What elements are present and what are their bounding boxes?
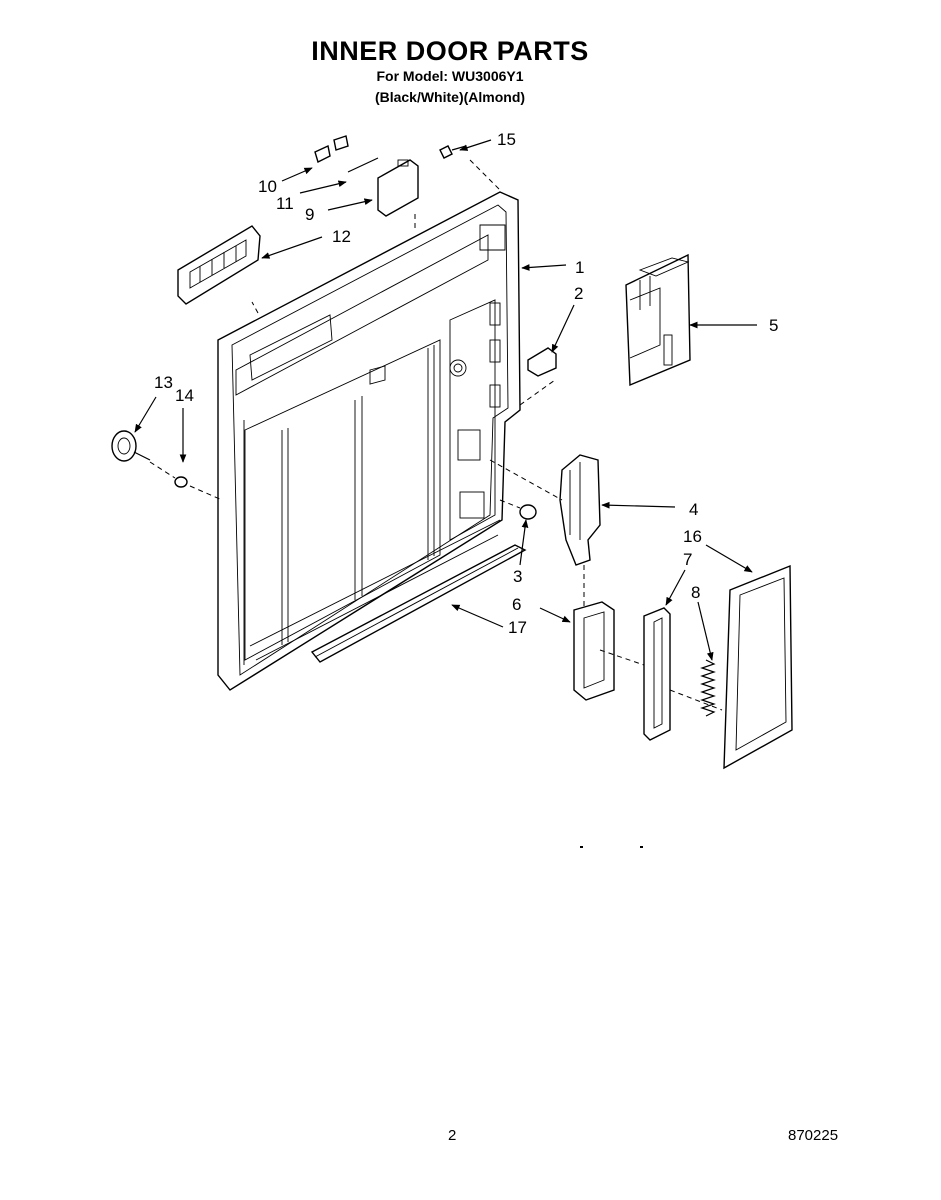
lever xyxy=(573,601,615,701)
callout-7: 7 xyxy=(683,550,692,569)
knob xyxy=(519,504,537,520)
callout-9: 9 xyxy=(305,205,314,224)
vent-strip xyxy=(310,544,527,663)
spring-clip xyxy=(314,135,349,163)
callout-2: 2 xyxy=(574,284,583,303)
document-number: 870225 xyxy=(788,1127,839,1144)
callout-11: 11 xyxy=(276,194,294,213)
callout-17: 17 xyxy=(508,618,527,637)
page-number: 2 xyxy=(448,1127,457,1144)
model-subtitle: For Model: WU3006Y1 xyxy=(376,68,524,84)
callout-4: 4 xyxy=(689,500,698,519)
scan-specks xyxy=(580,846,643,848)
hinge-cover xyxy=(377,159,419,217)
callout-1: 1 xyxy=(575,258,584,277)
screw xyxy=(439,145,467,159)
callout-13: 13 xyxy=(154,373,173,392)
callout-3: 3 xyxy=(513,567,522,586)
callout-8: 8 xyxy=(691,583,700,602)
callout-5: 5 xyxy=(769,316,778,335)
callout-labels: 1 2 3 4 5 6 7 8 9 10 11 12 13 14 15 16 1… xyxy=(154,130,778,637)
actuator-bracket xyxy=(559,454,601,566)
callout-14: 14 xyxy=(175,386,194,405)
side-panel xyxy=(723,564,793,770)
callout-leaders xyxy=(134,139,757,661)
door-handle xyxy=(177,225,261,305)
arm xyxy=(643,607,671,741)
callout-10: 10 xyxy=(258,177,277,196)
callout-12: 12 xyxy=(332,227,351,246)
inner-door-panel xyxy=(217,191,521,691)
ring xyxy=(174,476,188,488)
page-title: INNER DOOR PARTS xyxy=(311,36,589,66)
pin xyxy=(347,157,379,173)
assembly-lines xyxy=(149,159,723,711)
dispenser-module xyxy=(625,253,691,387)
callout-16: 16 xyxy=(683,527,702,546)
push-button xyxy=(111,430,151,462)
latch xyxy=(527,347,557,377)
spring xyxy=(700,659,716,717)
callout-6: 6 xyxy=(512,595,521,614)
variant-subtitle: (Black/White)(Almond) xyxy=(374,89,526,105)
callout-15: 15 xyxy=(497,130,516,149)
